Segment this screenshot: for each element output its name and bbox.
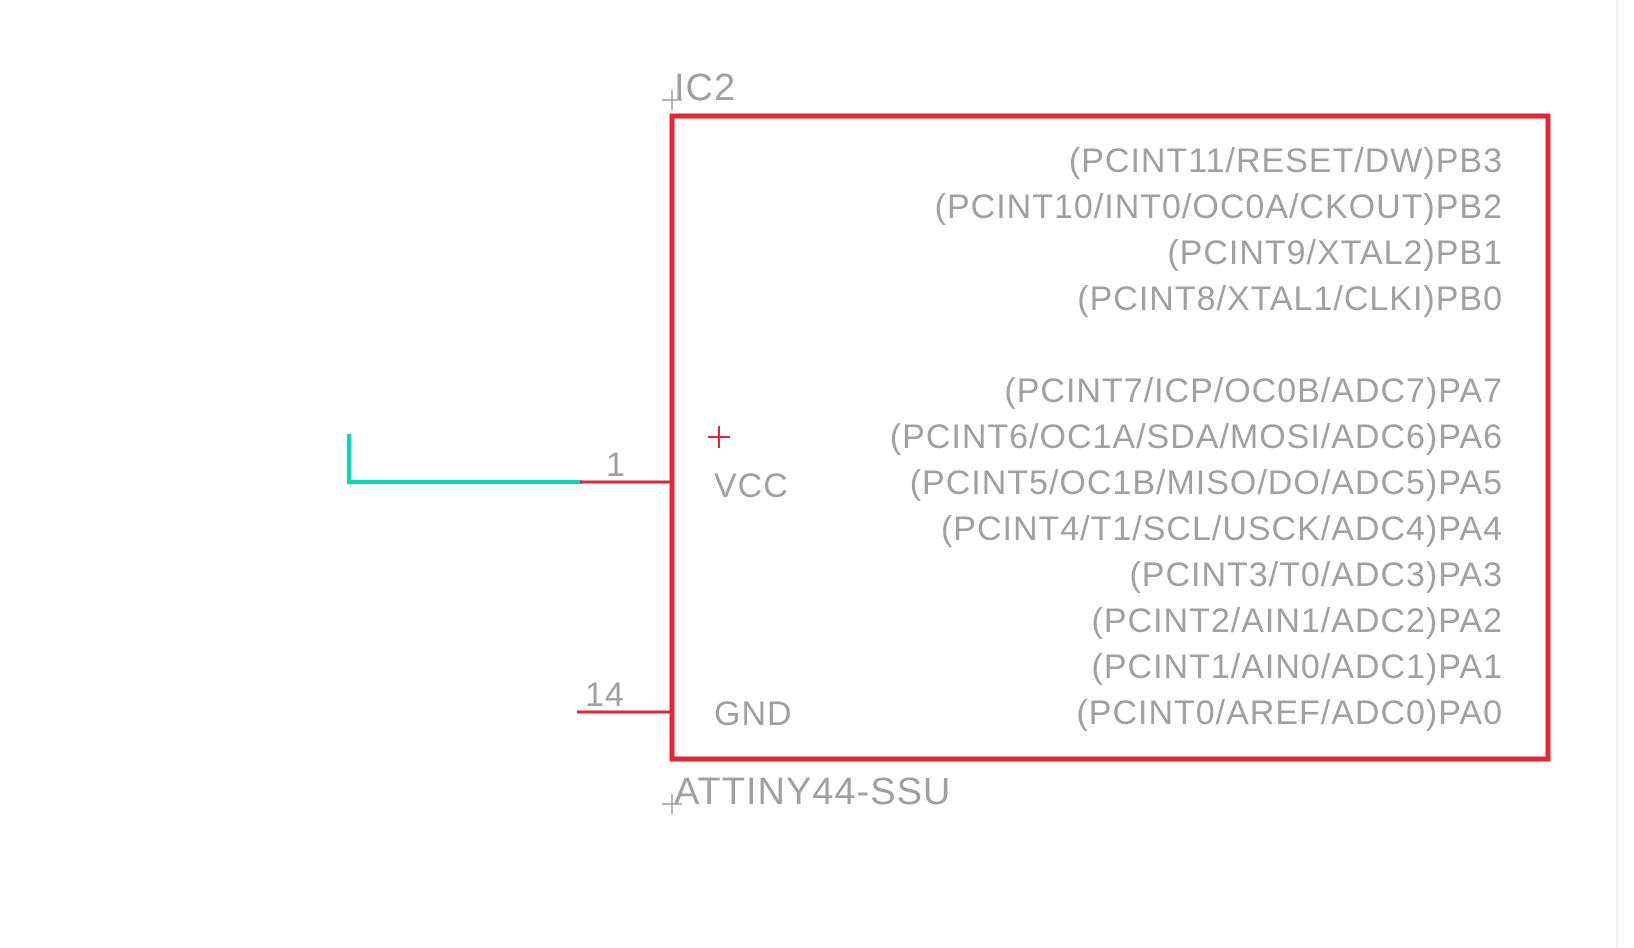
pin-label: (PCINT7/ICP/OC0B/ADC7)PA7: [1004, 372, 1503, 410]
pin-number: 1: [606, 446, 626, 484]
part-value: ATTINY44-SSU: [674, 771, 951, 813]
pin-label: (PCINT10/INT0/OC0A/CKOUT)PB2: [935, 188, 1503, 226]
pin-label: (PCINT9/XTAL2)PB1: [1167, 234, 1503, 272]
pin-label: (PCINT4/T1/SCL/USCK/ADC4)PA4: [941, 510, 1503, 548]
pin-name-vcc: VCC: [714, 467, 789, 505]
pin-number: 14: [585, 676, 625, 714]
pin-label: (PCINT11/RESET/DW)PB3: [1069, 142, 1503, 180]
name-origin-cross-icon: [662, 90, 682, 110]
pin-label: (PCINT2/AIN1/ADC2)PA2: [1092, 602, 1503, 640]
pin-name-gnd: GND: [714, 695, 793, 733]
right-pin-labels: (PCINT11/RESET/DW)PB3 (PCINT10/INT0/OC0A…: [890, 142, 1503, 732]
pin-label: (PCINT8/XTAL1/CLKI)PB0: [1077, 280, 1503, 318]
pin-label: (PCINT1/AIN0/ADC1)PA1: [1092, 648, 1503, 686]
value-origin-cross-icon: [662, 794, 682, 814]
part-origin-cross-icon: [708, 426, 730, 448]
net-wire-vcc[interactable]: [347, 434, 582, 484]
pin-label: (PCINT6/OC1A/SDA/MOSI/ADC6)PA6: [890, 418, 1503, 456]
pin-label: (PCINT0/AREF/ADC0)PA0: [1076, 694, 1503, 732]
part-name: IC2: [674, 67, 736, 109]
pin-label: (PCINT5/OC1B/MISO/DO/ADC5)PA5: [910, 464, 1503, 502]
ic-body[interactable]: [669, 113, 1551, 762]
pin-label: (PCINT3/T0/ADC3)PA3: [1129, 556, 1503, 594]
